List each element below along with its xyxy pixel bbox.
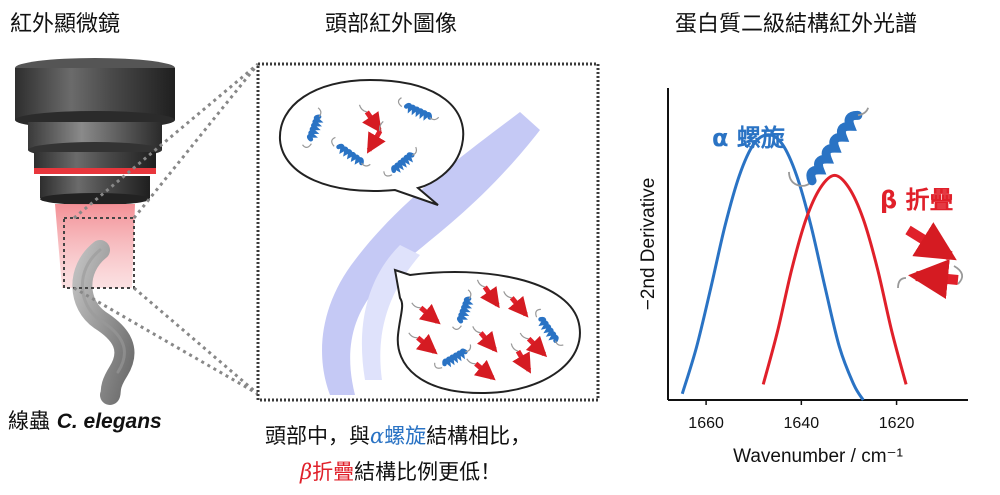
- x-tick-label: 1640: [784, 415, 820, 432]
- alpha-helix-icon: [302, 107, 324, 148]
- beta-strand-icon: [408, 332, 438, 355]
- alpha-helix-icon: [535, 308, 564, 346]
- x-axis-label: Wavenumber / cm⁻¹: [733, 446, 903, 467]
- conclusion-text-b: 結構相比，: [426, 424, 532, 448]
- beta-strand-icon: [366, 121, 386, 154]
- worm-caption-prefix: 線蟲: [8, 409, 50, 433]
- molecule-icons: [302, 97, 564, 381]
- beta-symbol: β: [300, 460, 313, 484]
- microscope-title: 紅外顯微鏡: [10, 12, 121, 37]
- beta-strand-icon: [503, 291, 529, 318]
- beta-strand-icon: [510, 343, 532, 374]
- chart-molecule-icons: [788, 107, 964, 299]
- alpha-series-label: α 螺旋: [712, 124, 786, 152]
- spectrum-title: 蛋白質二級結構紅外光譜: [675, 12, 918, 37]
- conclusion-text-c: 結構比例更低！: [354, 460, 502, 484]
- x-tick-label: 1620: [879, 415, 915, 432]
- alpha-helix-icon: [331, 136, 371, 167]
- microscope-illustration: [15, 58, 175, 205]
- beta-strand-icon: [472, 326, 498, 353]
- alpha-helix-icon: [383, 146, 417, 177]
- beta-sheet-large-icon: [897, 222, 964, 299]
- beta-strand-icon: [411, 302, 441, 325]
- beta-strand-icon: [476, 279, 500, 309]
- alpha-helix-icon: [452, 289, 474, 330]
- alpha-helix-icon: [397, 97, 440, 121]
- conclusion-line-2: β折疊結構比例更低！: [300, 456, 501, 486]
- x-tick-label: 1660: [688, 415, 724, 432]
- conclusion-text-a: 頭部中，與: [265, 424, 370, 448]
- head-selection-box: [63, 217, 135, 289]
- alpha-helix-curve: [680, 133, 865, 401]
- beta-word: 折疊: [312, 460, 355, 484]
- alpha-helix-large-icon: [788, 107, 869, 187]
- conclusion-line-1: 頭部中，與α螺旋結構相比，: [265, 420, 531, 450]
- worm-head-glow: [322, 112, 540, 395]
- alpha-helix-icon: [434, 344, 472, 369]
- beta-strand-icon: [358, 104, 382, 134]
- worm-caption: 線蟲 C. elegans: [8, 405, 162, 435]
- beta-strand-icon: [466, 358, 496, 381]
- zoom-connectors: [73, 62, 260, 396]
- worm-species-name: C. elegans: [56, 410, 162, 433]
- beta-strand-icon: [519, 332, 548, 358]
- beta-series-label: β 折疊: [880, 186, 954, 214]
- alpha-symbol: α: [370, 424, 385, 448]
- beta-sheet-curve: [761, 173, 908, 385]
- y-axis-label: −2nd Derivative: [638, 178, 659, 311]
- alpha-word: 螺旋: [384, 424, 427, 448]
- head-image-title: 頭部紅外圖像: [325, 12, 458, 37]
